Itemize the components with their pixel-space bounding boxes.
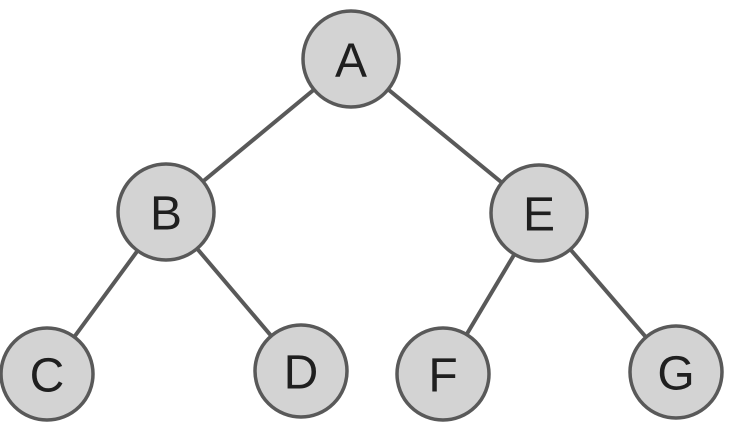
node-circle-d	[253, 323, 349, 419]
tree-node-a: A	[301, 9, 401, 109]
node-label-f: F	[428, 349, 457, 402]
node-circle-e	[489, 163, 589, 263]
node-label-e: E	[523, 188, 555, 241]
node-circle-g	[628, 324, 724, 420]
tree-node-g: G	[628, 324, 724, 420]
node-label-a: A	[335, 34, 367, 87]
node-label-g: G	[657, 347, 694, 400]
node-circle-a	[301, 9, 401, 109]
node-circle-f	[395, 326, 491, 422]
node-label-c: C	[30, 349, 65, 402]
nodes-layer: A B E C D F G	[0, 9, 724, 422]
node-label-b: B	[150, 187, 182, 240]
tree-node-b: B	[116, 162, 216, 262]
tree-node-d: D	[253, 323, 349, 419]
tree-node-f: F	[395, 326, 491, 422]
tree-node-c: C	[0, 326, 95, 422]
node-circle-c	[0, 326, 95, 422]
tree-node-e: E	[489, 163, 589, 263]
node-circle-b	[116, 162, 216, 262]
node-label-d: D	[284, 346, 319, 399]
